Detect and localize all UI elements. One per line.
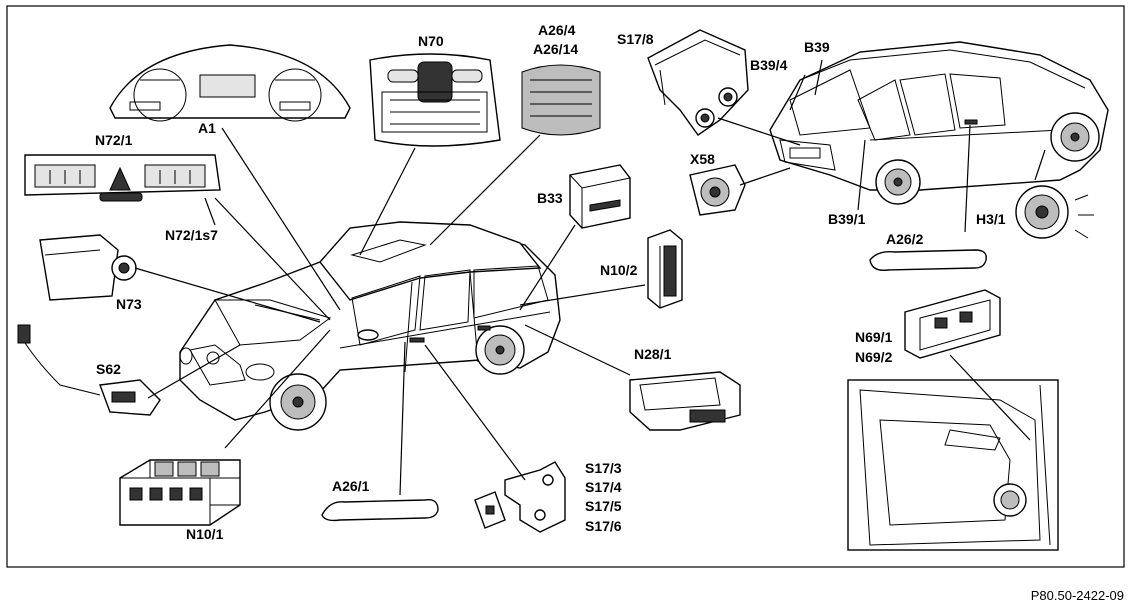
label-n69-2: N69/2 xyxy=(855,349,893,365)
figure-reference: P80.50-2422-09 xyxy=(1031,588,1124,603)
label-n28-1: N28/1 xyxy=(634,346,672,362)
relay-module-n10-2 xyxy=(647,229,683,309)
interior-light-a26-4 xyxy=(521,64,601,136)
horn-h3-1 xyxy=(1015,185,1094,239)
label-n72-1s7: N72/1s7 xyxy=(165,227,218,243)
label-h3-1: H3/1 xyxy=(976,211,1006,227)
label-n10-2: N10/2 xyxy=(600,262,638,278)
fuse-relay-module-n10-1 xyxy=(119,459,241,526)
label-n73: N73 xyxy=(116,296,142,312)
label-n10-1: N10/1 xyxy=(186,526,224,542)
door-interior-inset xyxy=(847,379,1059,551)
control-module-n28-1 xyxy=(629,371,741,431)
label-n69-1: N69/1 xyxy=(855,329,893,345)
label-b39-1: B39/1 xyxy=(828,211,866,227)
label-s17-6: S17/6 xyxy=(585,518,622,534)
label-s17-5: S17/5 xyxy=(585,498,622,514)
leader-lines xyxy=(134,59,1046,496)
label-s17-3: S17/3 xyxy=(585,460,622,476)
tailgate-switch-s17-8 xyxy=(647,29,749,136)
door-handle-light-a26-2 xyxy=(869,249,987,271)
switch-s62 xyxy=(17,324,161,416)
overhead-control-panel-n70 xyxy=(369,53,501,147)
instrument-cluster-a1 xyxy=(109,44,351,122)
door-control-module-n69-1 xyxy=(904,289,1001,359)
upper-control-panel-n72-1 xyxy=(24,154,221,202)
label-a26-1: A26/1 xyxy=(332,478,370,494)
label-x58: X58 xyxy=(690,151,715,167)
label-a26-4: A26/4 xyxy=(538,22,576,38)
label-s17-8: S17/8 xyxy=(617,31,654,47)
diagram-frame xyxy=(6,5,1125,568)
label-a26-14: A26/14 xyxy=(533,41,578,57)
label-n70: N70 xyxy=(418,33,444,49)
main-car-illustration xyxy=(179,221,561,431)
label-b39-4: B39/4 xyxy=(750,57,788,73)
label-a26-2: A26/2 xyxy=(886,231,924,247)
label-a1: A1 xyxy=(198,120,216,136)
door-handle-light-a26-1 xyxy=(321,499,439,522)
label-b39: B39 xyxy=(804,39,830,55)
label-s17-4: S17/4 xyxy=(585,479,622,495)
label-s62: S62 xyxy=(96,361,121,377)
label-n72-1: N72/1 xyxy=(95,132,133,148)
ignition-switch-n73 xyxy=(39,234,137,301)
component-labels: A1 N70 A26/4 A26/14 S17/8 B39/4 B39 N72/… xyxy=(95,22,1006,542)
rear-car-illustration xyxy=(769,41,1109,205)
door-contact-switches-s17-3 xyxy=(474,461,566,533)
label-b33: B33 xyxy=(537,190,563,206)
connector-x58 xyxy=(689,164,746,216)
module-b33 xyxy=(569,164,631,229)
